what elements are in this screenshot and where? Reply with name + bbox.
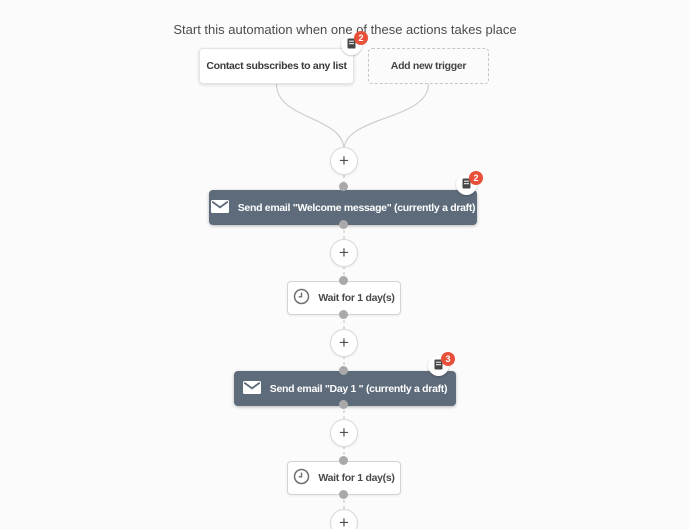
envelope-icon (242, 380, 261, 397)
email-step-label: Send email "Welcome message" (currently … (237, 201, 476, 214)
wait-step-1[interactable]: Wait for 1 day(s) (287, 281, 401, 315)
comments-badge-email-welcome[interactable]: 2 (456, 171, 483, 195)
connector-dot (339, 400, 348, 409)
add-step-button[interactable]: + (330, 509, 358, 529)
connector-dot (339, 276, 348, 285)
trigger-label: Contact subscribes to any list (206, 60, 347, 72)
automation-start-title: Start this automation when one of these … (173, 22, 517, 37)
email-step-welcome-message[interactable]: Send email "Welcome message" (currently … (209, 190, 477, 225)
plus-icon: + (339, 332, 349, 352)
comments-badge-email-day1[interactable]: 3 (428, 352, 455, 376)
plus-icon: + (339, 150, 349, 170)
email-step-label: Send email "Day 1 " (currently a draft) (269, 382, 448, 395)
note-icon (462, 176, 472, 194)
wait-step-label: Wait for 1 day(s) (318, 292, 395, 304)
comments-badge-trigger[interactable]: 2 (341, 31, 368, 55)
add-step-button[interactable]: + (330, 147, 358, 175)
connector-dot (339, 310, 348, 319)
plus-icon: + (339, 512, 349, 529)
envelope-icon (210, 199, 229, 216)
connector-dot (339, 490, 348, 499)
note-icon (434, 357, 444, 375)
add-new-trigger-button[interactable]: Add new trigger (368, 48, 489, 84)
note-icon (347, 36, 357, 54)
comment-count-badge: 3 (441, 352, 455, 366)
clock-icon (293, 288, 310, 308)
connector-dot (339, 456, 348, 465)
add-step-button[interactable]: + (330, 239, 358, 267)
plus-icon: + (339, 242, 349, 262)
comment-count-badge: 2 (469, 171, 483, 185)
trigger-contact-subscribes[interactable]: Contact subscribes to any list (199, 48, 354, 84)
wait-step-label: Wait for 1 day(s) (318, 472, 395, 484)
wait-step-2[interactable]: Wait for 1 day(s) (287, 461, 401, 495)
comment-count-badge: 2 (354, 31, 368, 45)
connector-dot (339, 220, 348, 229)
add-step-button[interactable]: + (330, 419, 358, 447)
plus-icon: + (339, 422, 349, 442)
connector-dot (339, 182, 348, 191)
clock-icon (293, 468, 310, 488)
add-step-button[interactable]: + (330, 329, 358, 357)
add-trigger-label: Add new trigger (390, 60, 467, 72)
connector-dot (339, 366, 348, 375)
